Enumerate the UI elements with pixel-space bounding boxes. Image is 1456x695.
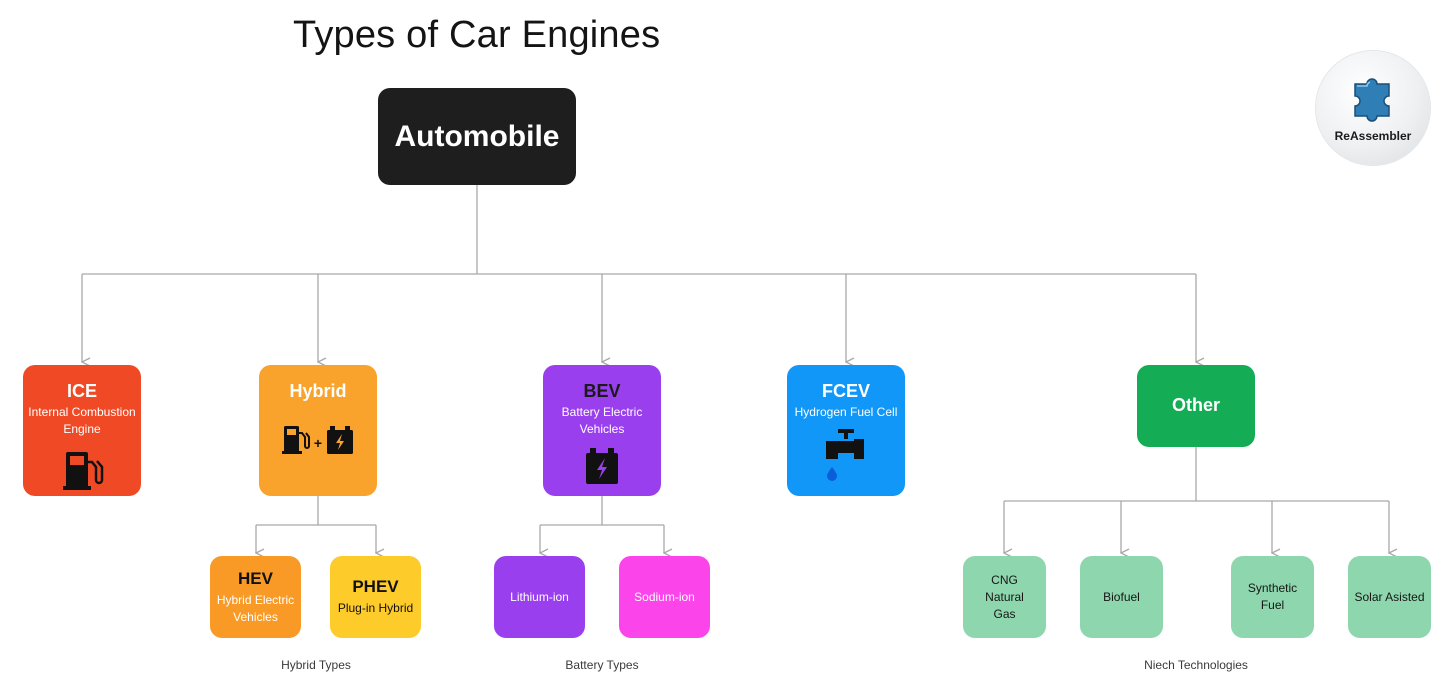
hybrid-node: Hybrid + [259,365,377,496]
ice-node: ICE Internal Combustion Engine [23,365,141,496]
puzzle-piece-icon [1349,74,1397,127]
cng-label: CNG Natural Gas [985,572,1024,621]
hev-sublabel: Hybrid Electric Vehicles [216,592,295,624]
reassembler-logo: ReAssembler [1316,51,1430,165]
automobile-label: Automobile [394,119,560,153]
connector-other-bar [1004,447,1389,502]
hybrid-icons: + [281,424,355,461]
cng-node: CNG Natural Gas [963,556,1046,638]
water-tap-icon [824,427,868,483]
connector-hybrid-bar [256,496,376,526]
biofuel-label: Biofuel [1103,589,1140,604]
fcev-node: FCEV Hydrogen Fuel Cell [787,365,905,496]
phev-node: PHEV Plug-in Hybrid [330,556,421,638]
bev-node: BEV Battery Electric Vehicles [543,365,661,496]
connector-bev-bar [540,496,664,526]
fuel-pump-icon [60,448,104,492]
other-label: Other [1171,394,1220,415]
automobile-node: Automobile [378,88,576,185]
biofuel-node: Biofuel [1080,556,1163,638]
phev-sublabel: Plug-in Hybrid [337,601,414,615]
hev-label: HEV [238,568,273,588]
fuel-pump-icon [281,424,311,461]
bev-label: BEV [583,381,621,401]
lithium-ion-node: Lithium-ion [494,556,585,638]
niche-technologies-caption: Niech Technologies [1144,658,1248,672]
sodium-ion-node: Sodium-ion [619,556,710,638]
lithium-ion-label: Lithium-ion [510,589,569,604]
ice-label: ICE [66,381,97,401]
fcev-sublabel: Hydrogen Fuel Cell [794,405,898,419]
page-title: Types of Car Engines [293,14,661,56]
bev-sublabel: Battery Electric Vehicles [561,405,643,436]
hybrid-label: Hybrid [289,381,347,401]
ice-sublabel: Internal Combustion Engine [28,405,136,436]
battery-types-caption: Battery Types [565,658,639,672]
fcev-label: FCEV [821,381,870,401]
hybrid-types-caption: Hybrid Types [281,658,351,672]
logo-text: ReAssembler [1334,128,1412,143]
hev-node: HEV Hybrid Electric Vehicles [210,556,301,638]
synthetic-fuel-node: Synthetic Fuel [1231,556,1314,638]
solar-assisted-label: Solar Asisted [1354,589,1425,604]
synthetic-fuel-label: Synthetic Fuel [1247,581,1298,612]
phev-label: PHEV [352,577,399,596]
sodium-ion-label: Sodium-ion [634,589,695,604]
other-node: Other [1137,365,1255,447]
solar-assisted-node: Solar Asisted [1348,556,1431,638]
battery-icon [584,446,620,486]
battery-icon [325,424,355,461]
plus-sign: + [313,434,323,451]
